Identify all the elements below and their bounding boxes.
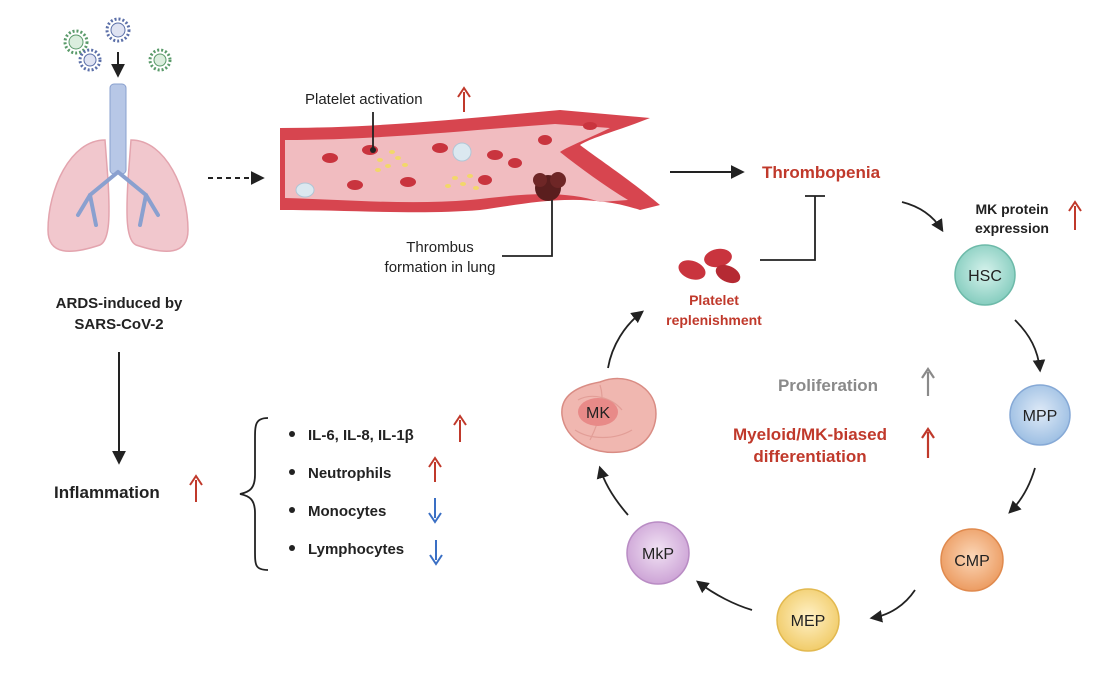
- replenishment-label-line2: replenishment: [666, 312, 762, 328]
- cmp-cell: CMP: [940, 528, 1004, 592]
- thrombus-label-line2: formation in lung: [385, 259, 496, 276]
- down-arrow-icon: [429, 540, 443, 566]
- hsc-label: HSC: [968, 268, 1002, 285]
- up-arrow-icon: [457, 86, 471, 112]
- thrombus-leader-line: [502, 200, 553, 257]
- mkp-cell: MkP: [626, 521, 690, 585]
- mk-cell: MK: [561, 377, 657, 454]
- mep-to-mkp-arrow: [695, 580, 753, 611]
- mep-label: MEP: [791, 613, 826, 630]
- inhibition-line: [760, 195, 825, 261]
- ards-label-line2: SARS-CoV-2: [74, 316, 163, 333]
- virus-icon: [63, 17, 172, 72]
- myeloid-label-line2: differentiation: [753, 447, 866, 466]
- inflammation-label: Inflammation: [54, 483, 160, 502]
- cytokine-label: Lymphocytes: [308, 541, 404, 558]
- thrombus-label-line1: Thrombus: [406, 239, 474, 256]
- mpp-to-cmp-arrow: [1008, 467, 1036, 514]
- mep-cell: MEP: [776, 588, 840, 652]
- mkp-label: MkP: [642, 546, 674, 563]
- mk-protein-label-line1: MK protein: [975, 201, 1048, 217]
- up-arrow-icon: [189, 474, 203, 502]
- mpp-label: MPP: [1023, 408, 1058, 425]
- mkp-to-mk-arrow: [596, 465, 629, 516]
- down-arrow-icon: [428, 498, 442, 524]
- mk-protein-label-line2: expression: [975, 220, 1049, 236]
- cmp-to-mep-arrow: [869, 589, 916, 623]
- list-item: Monocytes: [289, 498, 442, 524]
- cmp-label: CMP: [954, 553, 990, 570]
- list-item: Lymphocytes: [289, 540, 443, 566]
- up-arrow-icon: [1068, 200, 1082, 230]
- cytokine-label: Monocytes: [308, 503, 386, 520]
- to-hsc-arrow: [901, 201, 944, 233]
- up-arrow-icon: [453, 414, 467, 442]
- up-arrow-icon: [428, 456, 442, 482]
- up-arrow-icon: [921, 427, 935, 458]
- platelet-activation-label: Platelet activation: [305, 91, 423, 108]
- brace: [239, 417, 269, 571]
- myeloid-label-line1: Myeloid/MK-biased: [733, 425, 887, 444]
- replenishment-label-line1: Platelet: [689, 292, 739, 308]
- platelets-icon: [678, 248, 741, 284]
- mpp-cell: MPP: [1009, 384, 1071, 446]
- mk-to-platelets-arrow: [607, 310, 645, 369]
- lungs-icon: [47, 83, 189, 252]
- cytokine-list: IL-6, IL-8, IL-1β Neutrophils Monocytes …: [289, 414, 467, 566]
- proliferation-label: Proliferation: [778, 376, 878, 395]
- hsc-to-mpp-arrow: [1014, 319, 1046, 373]
- ards-label-line1: ARDS-induced by: [56, 295, 183, 312]
- up-arrow-icon: [921, 367, 935, 396]
- blood-vessel: [280, 110, 660, 213]
- list-item: IL-6, IL-8, IL-1β: [289, 414, 467, 444]
- mk-label: MK: [586, 405, 610, 422]
- thrombopenia-label: Thrombopenia: [762, 163, 881, 182]
- thrombus-icon: [533, 172, 566, 201]
- hsc-cell: HSC: [954, 244, 1016, 306]
- cytokine-label: IL-6, IL-8, IL-1β: [308, 427, 414, 444]
- list-item: Neutrophils: [289, 456, 442, 482]
- cytokine-label: Neutrophils: [308, 465, 391, 482]
